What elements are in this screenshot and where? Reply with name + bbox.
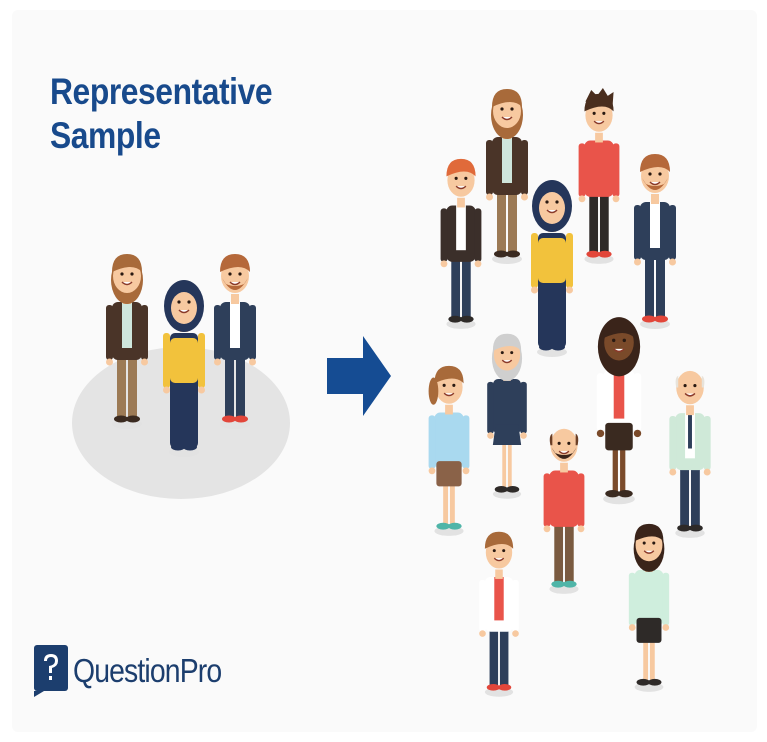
population-group (428, 88, 711, 697)
population-person-10 (543, 428, 585, 594)
population-person-3 (440, 158, 482, 329)
questionpro-logo: QuestionPro (34, 645, 245, 697)
population-person-5 (531, 180, 573, 357)
sample-person-1 (106, 254, 148, 429)
sample-person-3 (214, 254, 256, 429)
population-person-1 (486, 89, 528, 264)
logo-text: QuestionPro (73, 652, 222, 689)
questionpro-logo-icon (34, 645, 68, 697)
population-person-12 (628, 523, 670, 692)
population-person-6 (596, 317, 642, 505)
population-person-9 (669, 370, 711, 538)
page-title: Representative Sample (50, 70, 273, 158)
population-person-8 (428, 365, 470, 536)
population-person-2 (578, 88, 620, 264)
sample-group (106, 254, 256, 457)
title-line-2: Sample (50, 115, 161, 156)
population-person-11 (479, 531, 519, 697)
title-line-1: Representative (50, 71, 273, 112)
sample-person-2 (163, 280, 205, 457)
right-arrow-icon (327, 336, 391, 416)
population-person-4 (634, 154, 676, 329)
population-person-7 (487, 333, 527, 499)
